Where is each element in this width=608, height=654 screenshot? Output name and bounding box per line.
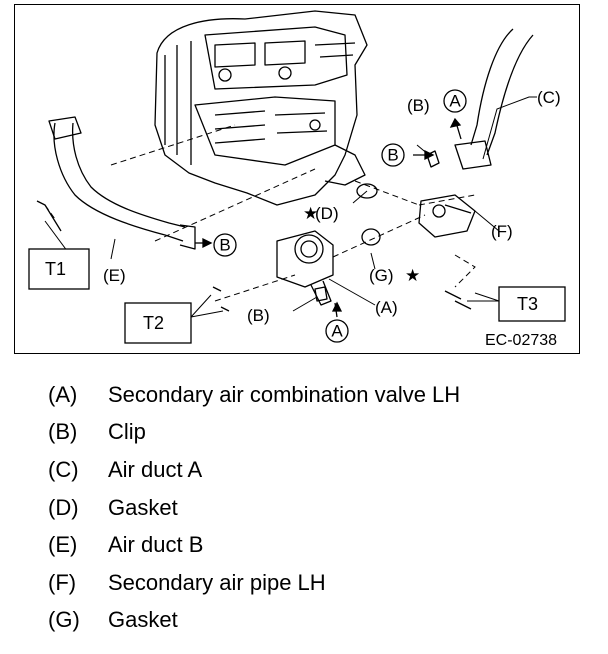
gasket-d	[356, 183, 378, 199]
legend-text: Gasket	[108, 494, 178, 520]
callout-circle-b-top: B	[381, 143, 405, 167]
torque-box-t3: T3	[498, 286, 566, 322]
torque-box-t2: T2	[124, 302, 192, 344]
callout-d: (D)	[315, 204, 339, 223]
torque-box-t1: T1	[28, 248, 90, 290]
legend-item: (B) Clip	[48, 414, 588, 452]
legend-key: (E)	[48, 532, 78, 558]
callout-c: (C)	[537, 88, 561, 107]
engine-block	[154, 10, 368, 206]
arrows	[195, 117, 462, 318]
legend-key: (F)	[48, 569, 77, 595]
svg-text:B: B	[219, 236, 230, 255]
bolt-t2	[212, 286, 230, 312]
legend-text: Air duct A	[108, 456, 203, 482]
legend-item: (E) Air duct B	[48, 526, 588, 564]
callout-g: (G)	[369, 266, 394, 285]
legend-item: (G) Gasket	[48, 602, 588, 640]
air-duct-a	[454, 28, 534, 170]
svg-text:B: B	[387, 146, 398, 165]
legend-item: (D) Gasket	[48, 489, 588, 527]
legend-text: Secondary air combination valve LH	[108, 381, 461, 407]
callout-e: (E)	[103, 266, 126, 285]
secondary-air-pipe	[418, 194, 476, 238]
legend-text: Clip	[108, 419, 146, 445]
callout-f: (F)	[491, 222, 513, 241]
legend-key: (A)	[48, 381, 78, 407]
callout-circle-a-top: A	[443, 89, 467, 113]
legend-item: (F) Secondary air pipe LH	[48, 564, 588, 602]
gasket-g	[361, 228, 381, 246]
callout-b-lower: (B)	[247, 306, 270, 325]
callout-a: (A)	[375, 298, 398, 317]
exploded-diagram: ★ ★ A B B A (B) (C) (D) (F) (G) (A) (B) …	[14, 4, 580, 354]
star-g: ★	[405, 266, 420, 285]
callout-b-upper: (B)	[407, 96, 430, 115]
clip-upper	[426, 150, 440, 168]
callout-circle-b-left: B	[213, 233, 237, 257]
star-d: ★	[303, 204, 318, 223]
assembly-lines	[44, 124, 476, 302]
air-duct-b	[48, 116, 196, 250]
bolt-t3	[444, 290, 472, 310]
svg-text:A: A	[449, 92, 461, 111]
leader-lines	[44, 96, 537, 318]
legend-key: (D)	[48, 494, 79, 520]
svg-text:T1: T1	[45, 259, 66, 279]
legend-text: Air duct B	[108, 532, 204, 558]
legend-item: (C) Air duct A	[48, 451, 588, 489]
svg-text:A: A	[331, 322, 343, 341]
parts-legend: (A) Secondary air combination valve LH (…	[48, 376, 588, 639]
figure-code: EC-02738	[485, 332, 557, 349]
combination-valve	[276, 230, 334, 306]
svg-text:T3: T3	[517, 294, 538, 314]
callout-circle-a-bottom: A	[325, 319, 349, 343]
clip-lower	[314, 286, 328, 302]
diagram-canvas: ★ ★ A B B A (B) (C) (D) (F) (G) (A) (B) …	[28, 10, 566, 349]
legend-text: Gasket	[108, 607, 178, 633]
legend-text: Secondary air pipe LH	[108, 569, 326, 595]
legend-key: (C)	[48, 456, 79, 482]
legend-key: (G)	[48, 607, 80, 633]
legend-key: (B)	[48, 419, 78, 445]
svg-text:T2: T2	[143, 313, 164, 333]
legend-item: (A) Secondary air combination valve LH	[48, 376, 588, 414]
